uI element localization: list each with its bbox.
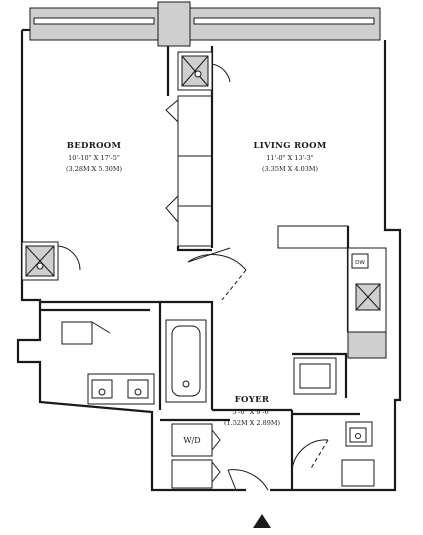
kitchen: DW: [277, 225, 387, 398]
bedroom-closet: [177, 95, 213, 247]
kitchen-peninsula: [277, 225, 349, 249]
entry-door[interactable]: [227, 469, 269, 491]
living-room-name: LIVING ROOM: [253, 141, 326, 151]
entry-triangle-icon: [253, 514, 271, 528]
window-strip: [29, 1, 381, 47]
foyer-dim-metric: (1.52M X 2.89M): [224, 419, 281, 427]
bedroom-dim-imperial: 10'-10" X 17'-5": [68, 154, 120, 162]
foyer-label: FOYER 5'-0" X 9'-6" (1.52M X 2.89M): [224, 395, 281, 427]
exterior-walls: [16, 28, 402, 492]
mechanical-shaft-top: [177, 51, 231, 91]
bedroom-door[interactable]: [187, 247, 247, 301]
foyer-name: FOYER: [235, 395, 270, 405]
living-room-dim-imperial: 11'-0" X 13'-3": [266, 154, 314, 162]
foyer-walls: [160, 408, 294, 490]
structural-column: [157, 1, 191, 47]
washer-dryer-closet: W/D: [171, 423, 221, 489]
living-room-label: LIVING ROOM 11'-0" X 13'-3" (3.35M X 4.0…: [253, 141, 326, 173]
coat-closet: [291, 412, 375, 487]
bathroom-walls: [40, 300, 214, 410]
bedroom-dim-metric: (3.28M X 5.30M): [66, 165, 123, 173]
washer-dryer-label: W/D: [183, 436, 200, 445]
dishwasher-label: DW: [355, 260, 365, 266]
living-room-dim-metric: (3.35M X 4.03M): [262, 165, 319, 173]
bathtub: [165, 319, 207, 403]
mechanical-shaft-left: [21, 241, 81, 281]
bedroom-label: BEDROOM 10'-10" X 17'-5" (3.28M X 5.30M): [66, 141, 123, 173]
foyer-dim-imperial: 5'-0" X 9'-6": [232, 408, 271, 416]
bedroom-name: BEDROOM: [67, 141, 122, 151]
bathroom-linen: [61, 321, 93, 345]
bathroom-vanity: [87, 373, 155, 405]
